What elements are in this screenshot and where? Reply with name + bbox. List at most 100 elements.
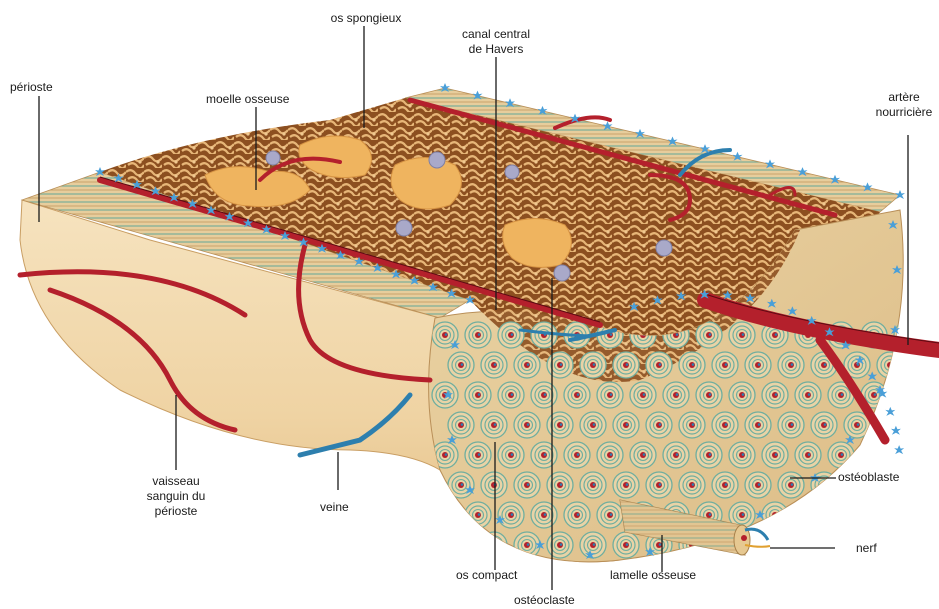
osteon bbox=[465, 442, 491, 468]
osteon bbox=[712, 472, 738, 498]
osteon bbox=[778, 532, 804, 558]
osteon bbox=[828, 502, 854, 528]
osteon bbox=[778, 412, 804, 438]
osteon bbox=[910, 532, 936, 558]
osteon bbox=[580, 412, 606, 438]
osteon bbox=[828, 442, 854, 468]
osteon bbox=[465, 322, 491, 348]
osteon bbox=[762, 502, 788, 528]
osteon bbox=[712, 352, 738, 378]
osteon bbox=[861, 502, 887, 528]
osteon bbox=[580, 472, 606, 498]
osteon bbox=[663, 442, 689, 468]
osteon bbox=[564, 502, 590, 528]
osteon bbox=[465, 502, 491, 528]
osteon bbox=[498, 442, 524, 468]
label-osteoclaste: ostéoclaste bbox=[514, 593, 575, 608]
osteon bbox=[894, 442, 920, 468]
osteon bbox=[679, 412, 705, 438]
osteon bbox=[481, 472, 507, 498]
osteon bbox=[597, 442, 623, 468]
osteon bbox=[762, 442, 788, 468]
osteon bbox=[894, 382, 920, 408]
osteon bbox=[663, 382, 689, 408]
osteon bbox=[679, 352, 705, 378]
osteon bbox=[498, 382, 524, 408]
osteoblast bbox=[894, 445, 904, 454]
osteon bbox=[613, 412, 639, 438]
osteon bbox=[729, 382, 755, 408]
osteon bbox=[745, 412, 771, 438]
label-moelle-osseuse: moelle osseuse bbox=[206, 92, 289, 107]
osteon bbox=[696, 382, 722, 408]
osteon bbox=[498, 502, 524, 528]
osteon bbox=[498, 322, 524, 348]
label-perioste: périoste bbox=[10, 80, 53, 95]
label-lamelle-osseuse: lamelle osseuse bbox=[610, 568, 696, 583]
osteon bbox=[564, 382, 590, 408]
osteon bbox=[630, 442, 656, 468]
osteon bbox=[696, 322, 722, 348]
osteon bbox=[613, 472, 639, 498]
osteon bbox=[861, 442, 887, 468]
osteon bbox=[514, 412, 540, 438]
osteon bbox=[729, 322, 755, 348]
osteon bbox=[613, 352, 639, 378]
osteon bbox=[448, 352, 474, 378]
osteon bbox=[448, 532, 474, 558]
osteon bbox=[465, 382, 491, 408]
osteon bbox=[597, 382, 623, 408]
osteon bbox=[514, 352, 540, 378]
osteon bbox=[531, 442, 557, 468]
osteon bbox=[778, 472, 804, 498]
osteon bbox=[547, 472, 573, 498]
osteon bbox=[432, 382, 458, 408]
osteon bbox=[514, 532, 540, 558]
osteon bbox=[646, 412, 672, 438]
osteon bbox=[778, 352, 804, 378]
osteon bbox=[432, 502, 458, 528]
osteon bbox=[547, 352, 573, 378]
osteon bbox=[795, 382, 821, 408]
label-veine: veine bbox=[320, 500, 349, 515]
osteon bbox=[729, 442, 755, 468]
osteon bbox=[597, 502, 623, 528]
osteon bbox=[646, 352, 672, 378]
osteon bbox=[745, 472, 771, 498]
osteon bbox=[811, 532, 837, 558]
osteon bbox=[481, 352, 507, 378]
osteon bbox=[762, 382, 788, 408]
label-os-spongieux: os spongieux bbox=[326, 11, 406, 26]
osteon bbox=[580, 352, 606, 378]
osteon bbox=[514, 472, 540, 498]
osteon bbox=[696, 442, 722, 468]
osteon bbox=[745, 352, 771, 378]
osteon bbox=[448, 472, 474, 498]
osteon bbox=[795, 442, 821, 468]
osteon bbox=[630, 382, 656, 408]
osteon bbox=[547, 532, 573, 558]
osteon bbox=[531, 502, 557, 528]
osteoblast bbox=[885, 407, 895, 416]
label-osteoblaste: ostéoblaste bbox=[838, 470, 899, 485]
osteon bbox=[613, 532, 639, 558]
osteon bbox=[795, 502, 821, 528]
osteon bbox=[679, 472, 705, 498]
osteoblast bbox=[891, 426, 901, 435]
osteon bbox=[877, 532, 903, 558]
osteon bbox=[910, 472, 936, 498]
osteon bbox=[811, 412, 837, 438]
label-os-compact: os compact bbox=[456, 568, 517, 583]
osteon bbox=[646, 472, 672, 498]
osteon bbox=[712, 412, 738, 438]
osteon bbox=[448, 412, 474, 438]
osteon bbox=[564, 442, 590, 468]
osteon bbox=[531, 382, 557, 408]
osteon bbox=[894, 502, 920, 528]
osteon bbox=[547, 412, 573, 438]
osteon bbox=[481, 412, 507, 438]
osteon bbox=[910, 412, 936, 438]
